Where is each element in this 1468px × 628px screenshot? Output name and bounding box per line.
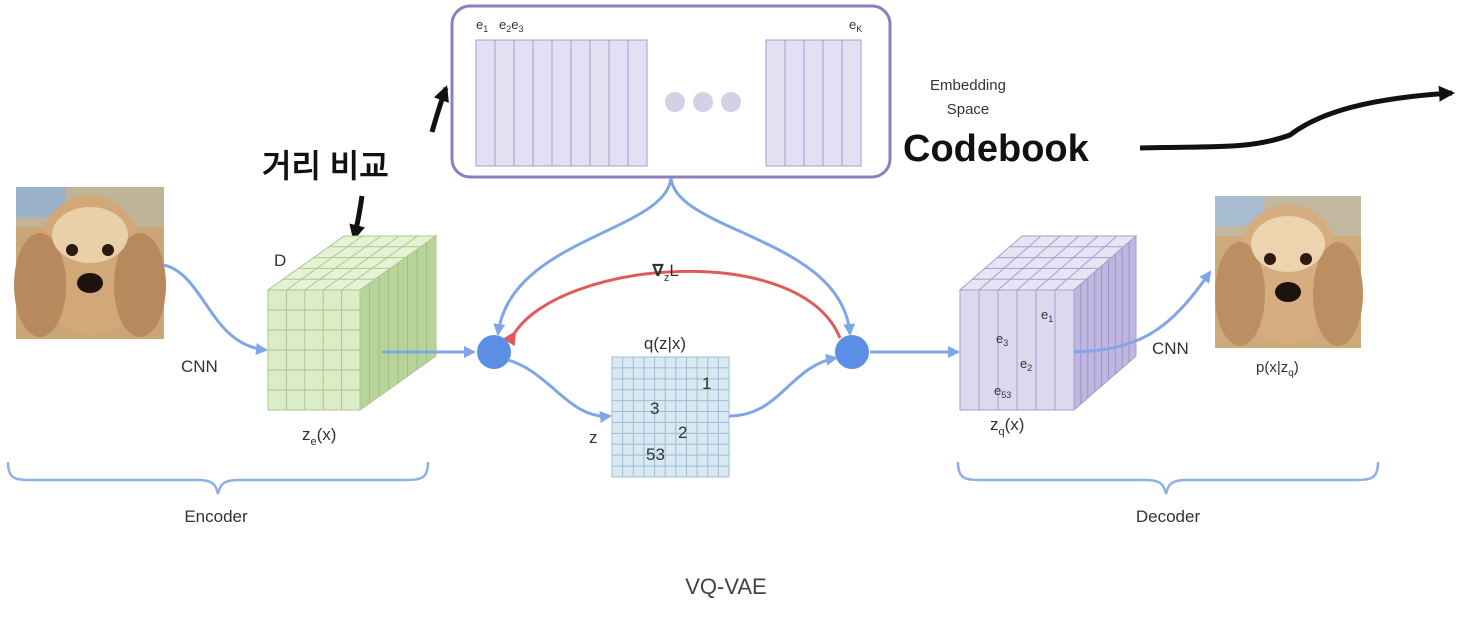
index-1: 1 [702, 374, 711, 393]
distance-up-arrow [429, 85, 449, 133]
grid-line [1016, 235, 1080, 291]
index-grid-z-label: z [589, 428, 598, 447]
embedding-vector [608, 39, 629, 167]
embedding-space: e1 e2e3 eK [450, 4, 892, 179]
e2-sub: 2 [506, 24, 511, 34]
distance-compare-label: 거리 비교 [262, 148, 389, 184]
decoder-brace [956, 461, 1380, 495]
embedding-vector [589, 39, 610, 167]
embedding-vector [627, 39, 648, 167]
grid-line [978, 235, 1042, 291]
embedding-vector [475, 39, 496, 167]
encoder-cube-grid [268, 235, 427, 410]
decoder-brace-label: Decoder [1136, 507, 1201, 526]
e3-sub: 3 [518, 24, 523, 34]
grid-line [304, 235, 382, 291]
ellipsis-dot [721, 92, 741, 112]
decoder-cnn-label: CNN [1152, 339, 1189, 358]
input-dog-image [14, 187, 166, 339]
ellipsis-dots [665, 92, 741, 112]
gradient-arrow [502, 269, 842, 347]
e2-label: e [499, 17, 506, 32]
embedding-vectors-group-1 [475, 39, 648, 167]
index-grid-lines [612, 357, 729, 477]
quantize-input-node [477, 335, 511, 369]
e3-label: e [511, 17, 518, 32]
encoder-cnn-label: CNN [181, 357, 218, 376]
grid-line [1054, 235, 1118, 291]
quantize-output-node [835, 335, 869, 369]
e-labels: e2e3 [499, 17, 524, 34]
encoder-dim-label: D [274, 251, 286, 270]
index-53: 53 [646, 445, 665, 464]
codebook-to-right-node-arrow [669, 177, 856, 336]
codebook-label: Codebook [903, 128, 1090, 170]
codebook-arrow [1139, 85, 1455, 151]
embedding-vector [513, 39, 534, 167]
encoder-brace [6, 461, 430, 495]
embedding-vector [494, 39, 515, 167]
grid-line [286, 235, 363, 291]
encoder-brace-label: Encoder [184, 507, 248, 526]
embedding-vector [765, 39, 786, 167]
index-grid-title: q(z|x) [644, 334, 686, 353]
output-distribution-label: p(x|zq) [1256, 359, 1299, 379]
decoder-to-output-arrow [1073, 270, 1212, 354]
index-2: 2 [678, 423, 687, 442]
ellipsis-dot [693, 92, 713, 112]
node-to-grid-arrow [507, 358, 612, 423]
figure-caption: VQ-VAE [685, 574, 767, 599]
grid-line [997, 235, 1061, 291]
embedding-vector [570, 39, 591, 167]
embedding-vector [803, 39, 824, 167]
decoder-cube [958, 234, 1138, 412]
output-dog-image [1215, 196, 1363, 348]
input-to-encoder-arrow [163, 263, 268, 356]
index-grid-bg [611, 356, 730, 478]
embedding-space-label-1: Embedding [930, 77, 1006, 94]
embedding-vector [532, 39, 553, 167]
encoder-cube [266, 235, 438, 411]
e1-sub: 1 [483, 24, 488, 34]
grid-line [322, 235, 400, 291]
gradient-label: ∇zL [652, 261, 679, 284]
embedding-vector [551, 39, 572, 167]
embedding-vector [841, 39, 862, 167]
index-grid [611, 356, 730, 478]
distance-down-arrow [349, 195, 365, 241]
decoder-latent-label: zq(x) [990, 415, 1024, 438]
embedding-vector [822, 39, 843, 167]
index-3: 3 [650, 399, 659, 418]
grid-line [341, 235, 418, 291]
ellipsis-dot [665, 92, 685, 112]
encoder-latent-label: ze(x) [302, 425, 336, 448]
embedding-vectors-group-k [765, 39, 862, 167]
codebook-to-left-node-arrow [493, 177, 673, 336]
embedding-space-label-2: Space [947, 101, 990, 118]
embedding-vector [784, 39, 805, 167]
grid-to-node-arrow [728, 353, 838, 418]
grid-line [1035, 235, 1099, 291]
